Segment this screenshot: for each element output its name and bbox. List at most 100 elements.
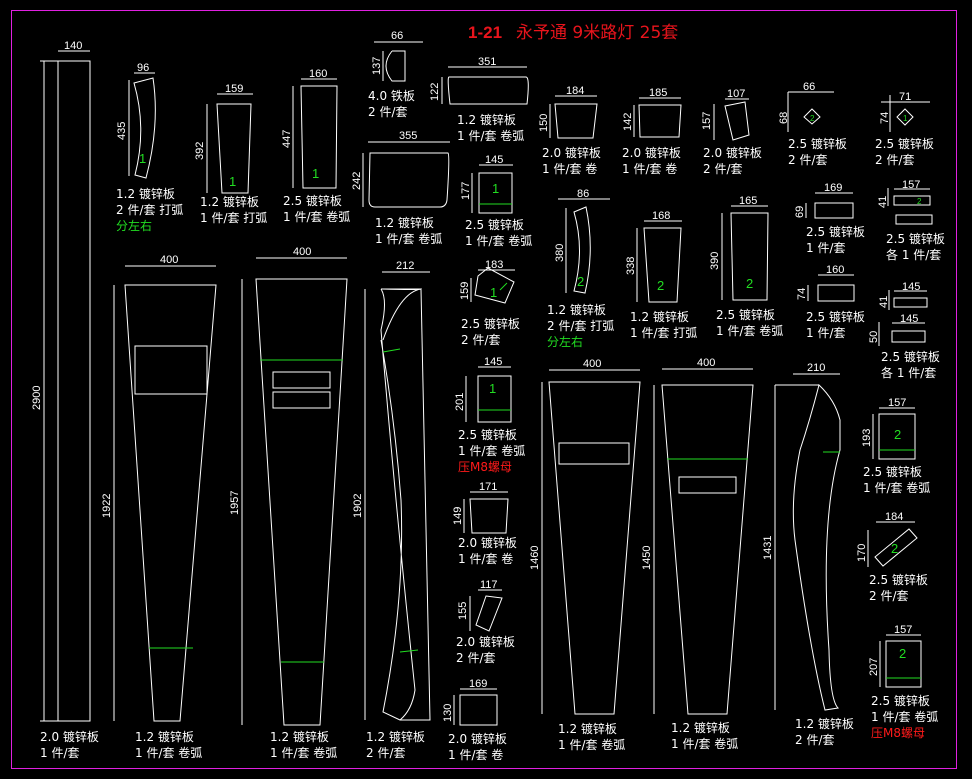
dim-p24-h: 1902 <box>352 494 364 518</box>
dim-p6-h: 122 <box>429 83 441 101</box>
dim-p18-w: 169 <box>824 182 842 194</box>
dim-p3-h: 392 <box>194 142 206 160</box>
mark-p32: 2 <box>894 427 901 442</box>
dim-p29-w: 400 <box>583 358 601 370</box>
dim-p5-w: 66 <box>391 30 403 42</box>
dim-p27-w: 117 <box>480 579 498 591</box>
dim-p2-h: 435 <box>116 122 128 140</box>
dim-p28-w: 169 <box>469 678 487 690</box>
dim-p19-w: 157 <box>902 179 920 191</box>
dim-p31-h: 1431 <box>762 536 774 560</box>
part-p9: 184 150 <box>538 85 598 139</box>
dim-p21-w1: 145 <box>902 281 920 293</box>
part-p24: 212 1902 <box>352 260 431 721</box>
label-p19: 2.5 镀锌板各 1 件/套 <box>886 232 945 262</box>
dim-p9-h: 150 <box>538 114 550 132</box>
mark-p8: 1 <box>492 181 499 196</box>
mark-p14: 1 <box>490 285 497 300</box>
dim-p15-h: 380 <box>554 244 566 262</box>
dim-p6-w: 351 <box>478 56 496 68</box>
dim-p4-w: 160 <box>309 68 327 80</box>
dim-p15-w: 86 <box>577 188 589 200</box>
part-p32: 157 193 2 <box>861 397 916 460</box>
mark-p4: 1 <box>312 166 319 181</box>
dim-p25-h: 201 <box>454 393 466 411</box>
part-p3: 159 392 1 <box>194 83 253 194</box>
part-p2: 96 435 1 <box>116 62 156 179</box>
mark-p2: 1 <box>139 151 146 166</box>
mark-p17: 2 <box>746 276 753 291</box>
part-p29: 400 1460 <box>529 358 641 715</box>
dim-p23-w: 400 <box>293 246 311 258</box>
dim-p1-h: 2900 <box>31 386 43 410</box>
dim-p7-w: 355 <box>399 130 417 142</box>
dim-p17-w: 165 <box>739 195 757 207</box>
dim-p21-h1: 41 <box>878 296 890 308</box>
mark-p25: 1 <box>489 381 496 396</box>
dim-p24-w: 212 <box>396 260 414 272</box>
dim-p5-h: 137 <box>371 57 383 75</box>
dim-p30-h: 1450 <box>641 546 653 570</box>
dim-p1-w: 140 <box>64 40 82 52</box>
dim-p22-h: 1922 <box>101 494 113 518</box>
dim-p18-h: 69 <box>794 206 806 218</box>
dim-p26-w: 171 <box>479 481 497 493</box>
part-p6: 351 122 <box>429 56 529 105</box>
dim-p30-w: 400 <box>697 357 715 369</box>
part-p4: 160 447 1 <box>281 68 338 189</box>
dim-p16-h: 338 <box>625 257 637 275</box>
dim-p34-w: 157 <box>894 624 912 636</box>
part-p18: 169 69 <box>794 182 854 219</box>
part-p34: 157 207 2 <box>868 624 922 688</box>
dim-p20-h: 74 <box>796 288 808 300</box>
dim-p34-h: 207 <box>868 658 880 676</box>
dim-p3-w: 159 <box>225 83 243 95</box>
dim-p14-h: 159 <box>459 282 471 300</box>
dim-p32-w: 157 <box>888 397 906 409</box>
dim-p12-w: 66 <box>803 81 815 93</box>
dim-p31-w: 210 <box>807 362 825 374</box>
dim-p12-h: 68 <box>778 112 790 124</box>
dim-p11-h: 157 <box>701 112 713 130</box>
mark-p15: 2 <box>577 274 584 289</box>
part-p22: 400 1922 <box>101 254 217 722</box>
part-p5: 66 137 <box>371 30 423 82</box>
dim-p11-w: 107 <box>727 88 745 100</box>
part-p14: 183 159 1 <box>459 259 515 304</box>
part-p27: 117 155 <box>457 579 503 632</box>
dim-p21-w2: 145 <box>900 313 918 325</box>
part-p11: 107 157 <box>701 88 750 141</box>
title-text: 永予通 9米路灯 25套 <box>516 23 679 43</box>
mark-p16: 2 <box>657 278 664 293</box>
part-p7: 355 242 <box>351 130 450 208</box>
dim-p13-h: 74 <box>879 112 891 124</box>
dim-p20-w: 160 <box>826 264 844 276</box>
part-p30: 400 1450 <box>641 357 754 715</box>
part-p10: 185 142 <box>622 87 682 138</box>
